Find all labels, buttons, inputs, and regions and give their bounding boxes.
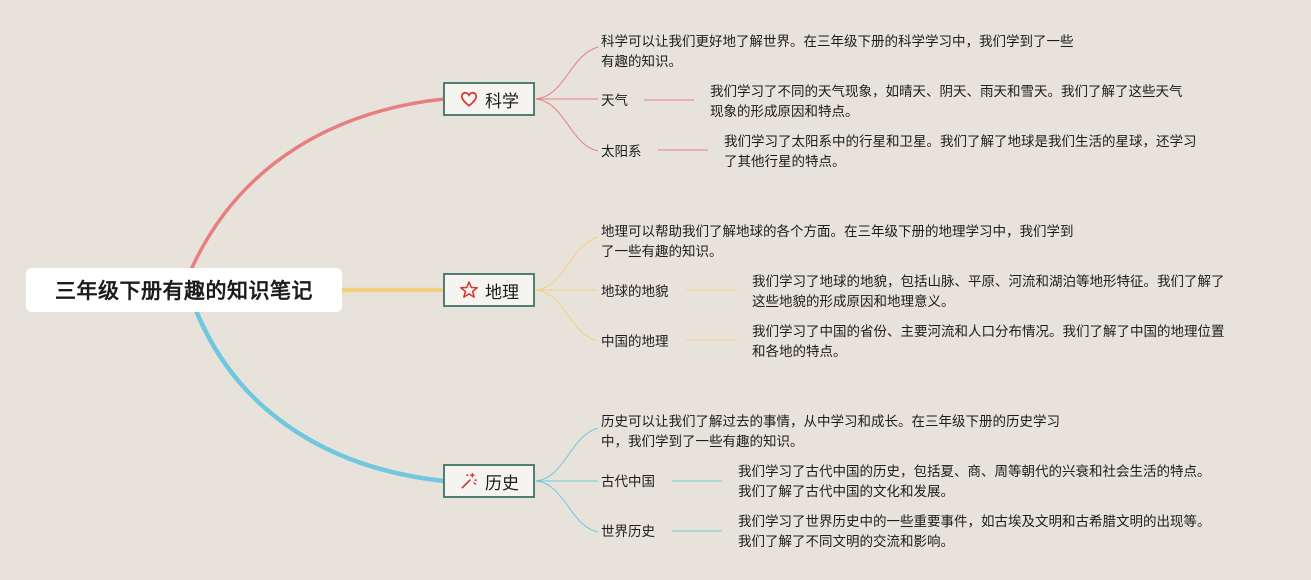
science-summary: 科学可以让我们更好地了解世界。在三年级下册的科学学习中，我们学到了一些 有趣的知… bbox=[601, 34, 1074, 70]
connectors-geography bbox=[535, 236, 736, 342]
topic-china-geography-detail: 我们学习了中国的省份、主要河流和人口分布情况。我们了解了中国的地理位置 和各地的… bbox=[752, 324, 1225, 360]
root-title: 三年级下册有趣的知识笔记 bbox=[55, 279, 313, 303]
branch-label: 历史 bbox=[485, 473, 519, 494]
connectors-history bbox=[535, 427, 722, 533]
branch-science[interactable]: 科学 bbox=[443, 82, 535, 116]
topic-ancient-china[interactable]: 古代中国 bbox=[601, 474, 655, 490]
branch-label: 地理 bbox=[485, 282, 519, 303]
geography-summary: 地理可以帮助我们了解地球的各个方面。在三年级下册的地理学习中，我们学到 了一些有… bbox=[601, 224, 1074, 260]
root-node[interactable]: 三年级下册有趣的知识笔记 bbox=[26, 268, 342, 312]
connector-root-science bbox=[188, 97, 445, 273]
heart-icon bbox=[459, 89, 479, 109]
branch-label: 科学 bbox=[485, 91, 519, 112]
topic-solar-system-detail: 我们学习了太阳系中的行星和卫星。我们了解了地球是我们生活的星球，还学习 了其他行… bbox=[724, 134, 1197, 170]
topic-china-geography[interactable]: 中国的地理 bbox=[601, 334, 669, 350]
connector-root-history bbox=[192, 307, 445, 484]
topic-weather-detail: 我们学习了不同的天气现象，如晴天、阴天、雨天和雪天。我们了解了这些天气 现象的形… bbox=[710, 84, 1183, 120]
topic-world-history[interactable]: 世界历史 bbox=[601, 524, 655, 540]
topic-landforms[interactable]: 地球的地貌 bbox=[601, 284, 669, 300]
topic-landforms-detail: 我们学习了地球的地貌，包括山脉、平原、河流和湖泊等地形特征。我们了解了 这些地貌… bbox=[752, 274, 1225, 310]
magic-wand-icon bbox=[459, 471, 479, 491]
topic-world-history-detail: 我们学习了世界历史中的一些重要事件，如古埃及文明和古希腊文明的出现等。 我们了解… bbox=[738, 514, 1211, 550]
topic-weather[interactable]: 天气 bbox=[601, 93, 628, 109]
branch-geography[interactable]: 地理 bbox=[443, 273, 535, 307]
history-summary: 历史可以让我们了解过去的事情，从中学习和成长。在三年级下册的历史学习 中，我们学… bbox=[601, 414, 1060, 450]
branch-history[interactable]: 历史 bbox=[443, 464, 535, 498]
topic-ancient-china-detail: 我们学习了古代中国的历史，包括夏、商、周等朝代的兴衰和社会生活的特点。 我们了解… bbox=[738, 464, 1211, 500]
connectors-science bbox=[535, 46, 708, 152]
topic-solar-system[interactable]: 太阳系 bbox=[601, 144, 642, 160]
star-icon bbox=[459, 280, 479, 300]
